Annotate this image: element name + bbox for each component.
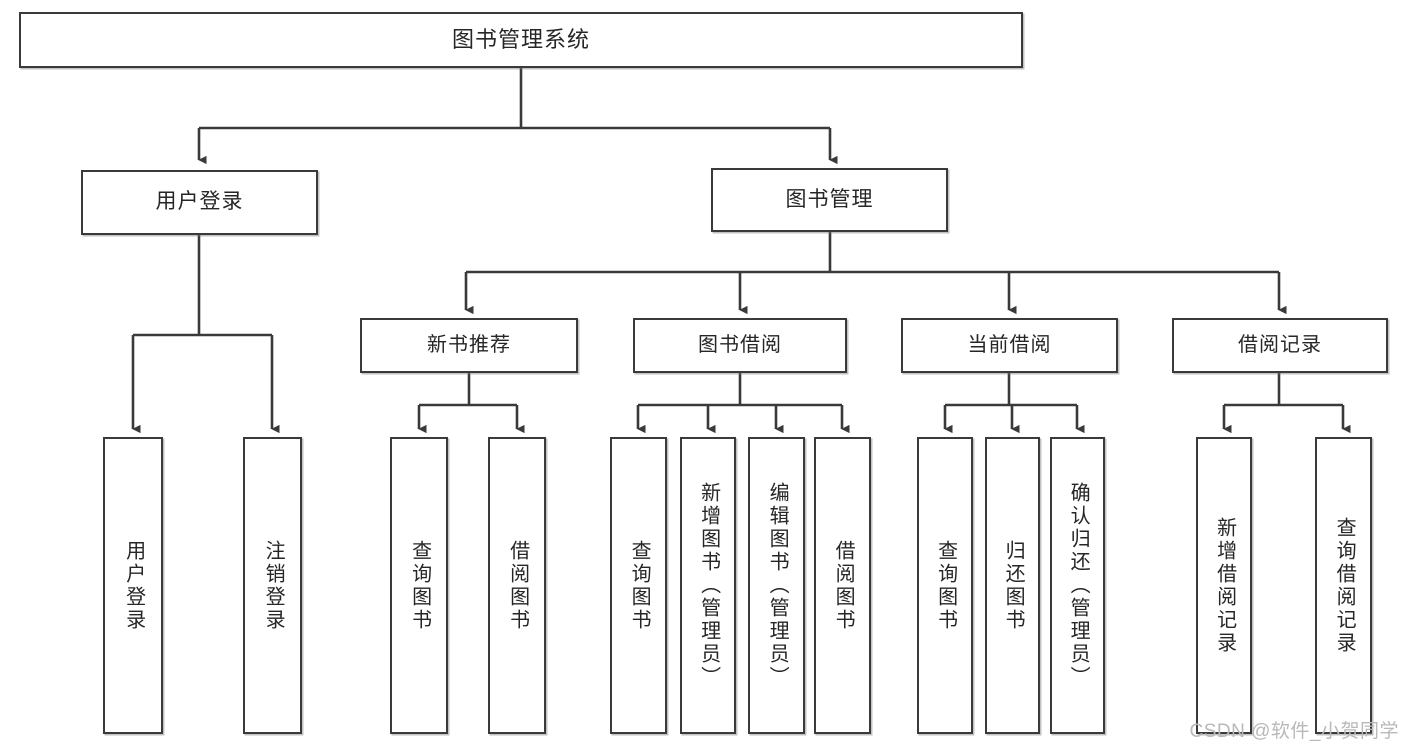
node-borrow-record[interactable]: 借阅记录 [1172,318,1388,373]
node-label: 编辑图书（管理员） [766,482,789,689]
node-user-login[interactable]: 用户登录 [81,170,318,235]
node-label: 新增图书（管理员） [697,482,720,689]
node-label: 图书管理 [785,187,874,211]
leaf-current-query-book[interactable]: 查询图书 [917,437,973,734]
node-book-borrow[interactable]: 图书借阅 [633,318,847,373]
node-label: 查询图书 [934,539,957,632]
leaf-recommend-borrow-book[interactable]: 借阅图书 [488,437,546,734]
leaf-user-login-signout[interactable]: 注销登录 [243,437,302,734]
node-label: 借阅图书 [832,539,855,632]
node-current-borrow[interactable]: 当前借阅 [901,318,1118,373]
node-label: 图书管理系统 [451,27,590,53]
node-label: 用户登录 [155,190,244,214]
node-label: 借阅记录 [1238,333,1322,356]
leaf-borrow-borrow-book[interactable]: 借阅图书 [814,437,871,734]
node-label: 查询借阅记录 [1333,516,1356,655]
node-label: 用户登录 [122,539,145,632]
node-label: 当前借阅 [967,333,1052,356]
node-root-system[interactable]: 图书管理系统 [19,12,1023,68]
node-label: 新增借阅记录 [1213,516,1236,655]
node-label: 新书推荐 [427,333,511,356]
leaf-record-add-record[interactable]: 新增借阅记录 [1196,437,1252,734]
leaf-borrow-add-book-admin[interactable]: 新增图书（管理员） [680,437,736,734]
node-label: 借阅图书 [506,539,529,632]
node-label: 查询图书 [408,539,431,632]
node-label: 确认归还（管理员） [1067,482,1090,689]
node-new-book-recommend[interactable]: 新书推荐 [360,318,578,373]
node-label: 查询图书 [628,539,651,632]
leaf-recommend-query-book[interactable]: 查询图书 [390,437,448,734]
watermark: CSDN @软件_小贺同学 [1189,721,1399,742]
node-label: 归还图书 [1002,539,1025,632]
leaf-borrow-query-book[interactable]: 查询图书 [610,437,667,734]
node-book-management[interactable]: 图书管理 [711,168,948,232]
leaf-record-query-record[interactable]: 查询借阅记录 [1315,437,1372,734]
leaf-borrow-edit-book-admin[interactable]: 编辑图书（管理员） [748,437,805,734]
node-label: 注销登录 [262,539,285,632]
leaf-current-confirm-return-admin[interactable]: 确认归还（管理员） [1050,437,1105,734]
leaf-current-return-book[interactable]: 归还图书 [985,437,1040,734]
node-label: 图书借阅 [698,333,782,356]
leaf-user-login-signin[interactable]: 用户登录 [103,437,163,734]
